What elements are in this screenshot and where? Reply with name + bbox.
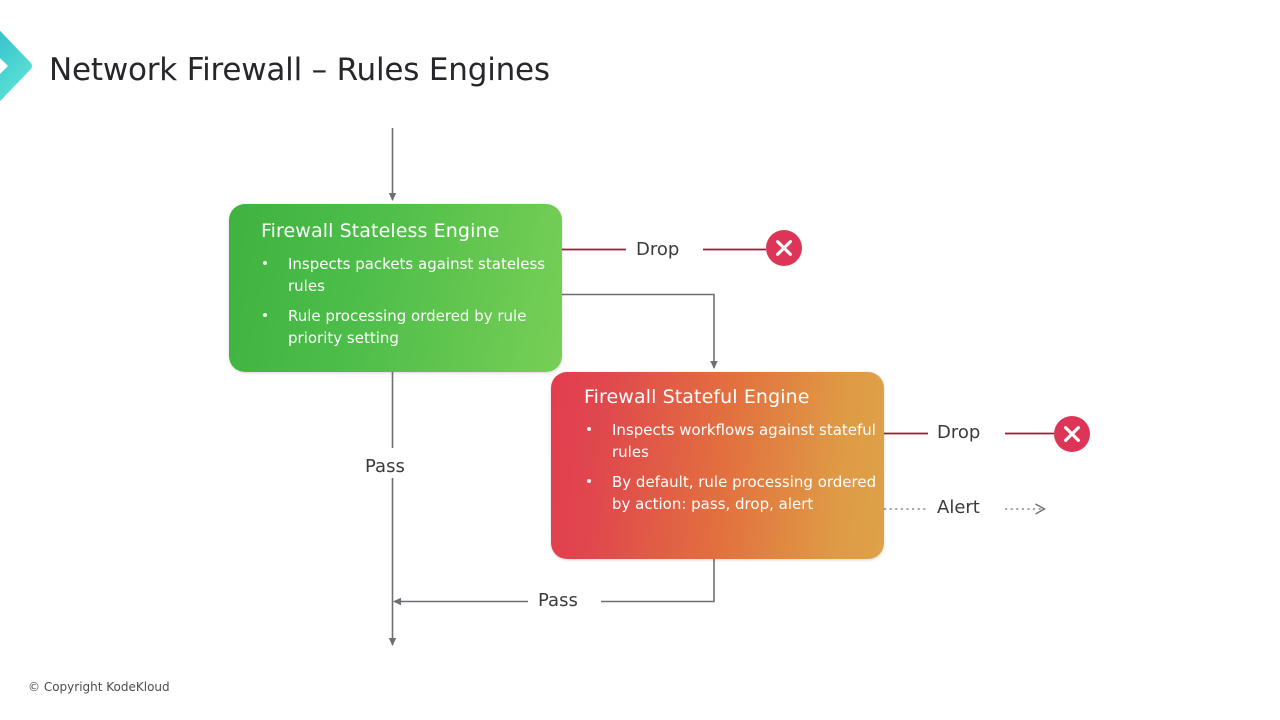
kodekloud-logo-chevron-icon <box>0 30 32 102</box>
edge-label-pass-stateful: Pass <box>538 590 578 611</box>
list-item: Inspects packets against stateless rules <box>260 253 556 297</box>
x-circle-icon <box>776 240 792 256</box>
bullet-text: Rule processing ordered by rule priority… <box>288 307 527 347</box>
x-circle-icon <box>1064 426 1080 442</box>
node-bullets-stateless: Inspects packets against stateless rules… <box>260 253 562 349</box>
footer-copyright: © Copyright KodeKloud <box>28 680 170 694</box>
edge-label-alert-stateful: Alert <box>937 497 980 518</box>
bullet-dot-icon <box>263 261 267 265</box>
list-item: Rule processing ordered by rule priority… <box>260 305 556 349</box>
node-firewall-stateful-engine[interactable]: Firewall Stateful Engine Inspects workfl… <box>551 372 884 559</box>
bullet-text: Inspects workflows against stateful rule… <box>612 421 876 461</box>
bullet-dot-icon <box>587 479 591 483</box>
bullet-dot-icon <box>587 427 591 431</box>
node-bullets-stateful: Inspects workflows against stateful rule… <box>584 419 884 515</box>
bullet-text: Inspects packets against stateless rules <box>288 255 546 295</box>
bullet-text: By default, rule processing ordered by a… <box>612 473 877 513</box>
node-title-stateful: Firewall Stateful Engine <box>584 386 810 408</box>
edge-label-drop-stateful: Drop <box>937 422 981 443</box>
drop-marker-stateful[interactable] <box>1054 416 1090 452</box>
drop-marker-stateless[interactable] <box>766 230 802 266</box>
node-firewall-stateless-engine[interactable]: Firewall Stateless Engine Inspects packe… <box>229 204 562 372</box>
edge-label-pass-stateless: Pass <box>365 456 405 477</box>
edge-label-drop-stateless: Drop <box>636 239 680 260</box>
edge-stateless-to-stateful <box>562 293 718 369</box>
list-item: By default, rule processing ordered by a… <box>584 471 880 515</box>
node-title-stateless: Firewall Stateless Engine <box>261 220 500 242</box>
bullet-dot-icon <box>263 313 267 317</box>
edge-pass-stateful <box>393 559 715 606</box>
page-title: Network Firewall – Rules Engines <box>49 52 550 88</box>
list-item: Inspects workflows against stateful rule… <box>584 419 880 463</box>
